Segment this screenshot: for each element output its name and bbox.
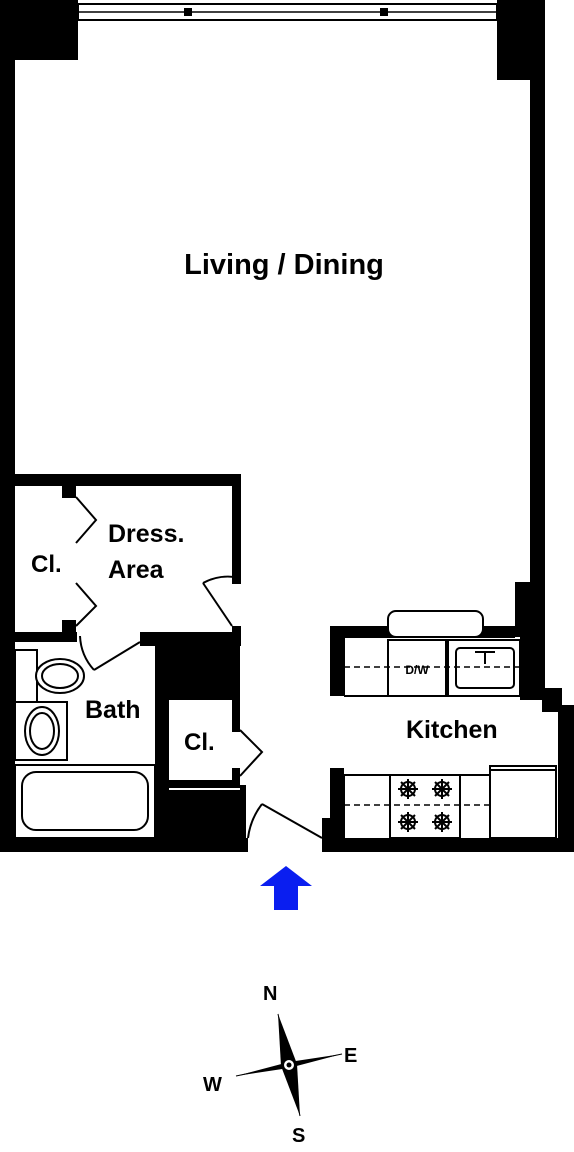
interior-walls xyxy=(15,474,515,852)
bath-fixtures xyxy=(14,649,156,839)
compass-east-label: E xyxy=(344,1045,357,1067)
dress-area-label-line2: Area xyxy=(108,556,165,584)
doors xyxy=(75,496,323,839)
closet-entry-label: Cl. xyxy=(184,729,215,756)
kitchen-label: Kitchen xyxy=(406,716,498,744)
living-dining-label: Living / Dining xyxy=(184,249,384,281)
bath-label: Bath xyxy=(85,696,141,724)
kitchen-fixtures xyxy=(343,610,557,839)
compass-rose-icon xyxy=(235,1013,343,1117)
closet-dress-label: Cl. xyxy=(31,551,62,578)
compass-north-label: N xyxy=(263,983,277,1005)
outer-walls xyxy=(0,0,574,852)
stove-burners xyxy=(398,779,452,832)
compass-south-label: S xyxy=(292,1125,305,1147)
compass-west-label: W xyxy=(203,1074,222,1096)
dishwasher-label: D/W xyxy=(405,663,429,677)
entry-arrow-icon xyxy=(260,866,312,910)
dress-area-label-line1: Dress. xyxy=(108,520,184,548)
window xyxy=(77,3,498,21)
